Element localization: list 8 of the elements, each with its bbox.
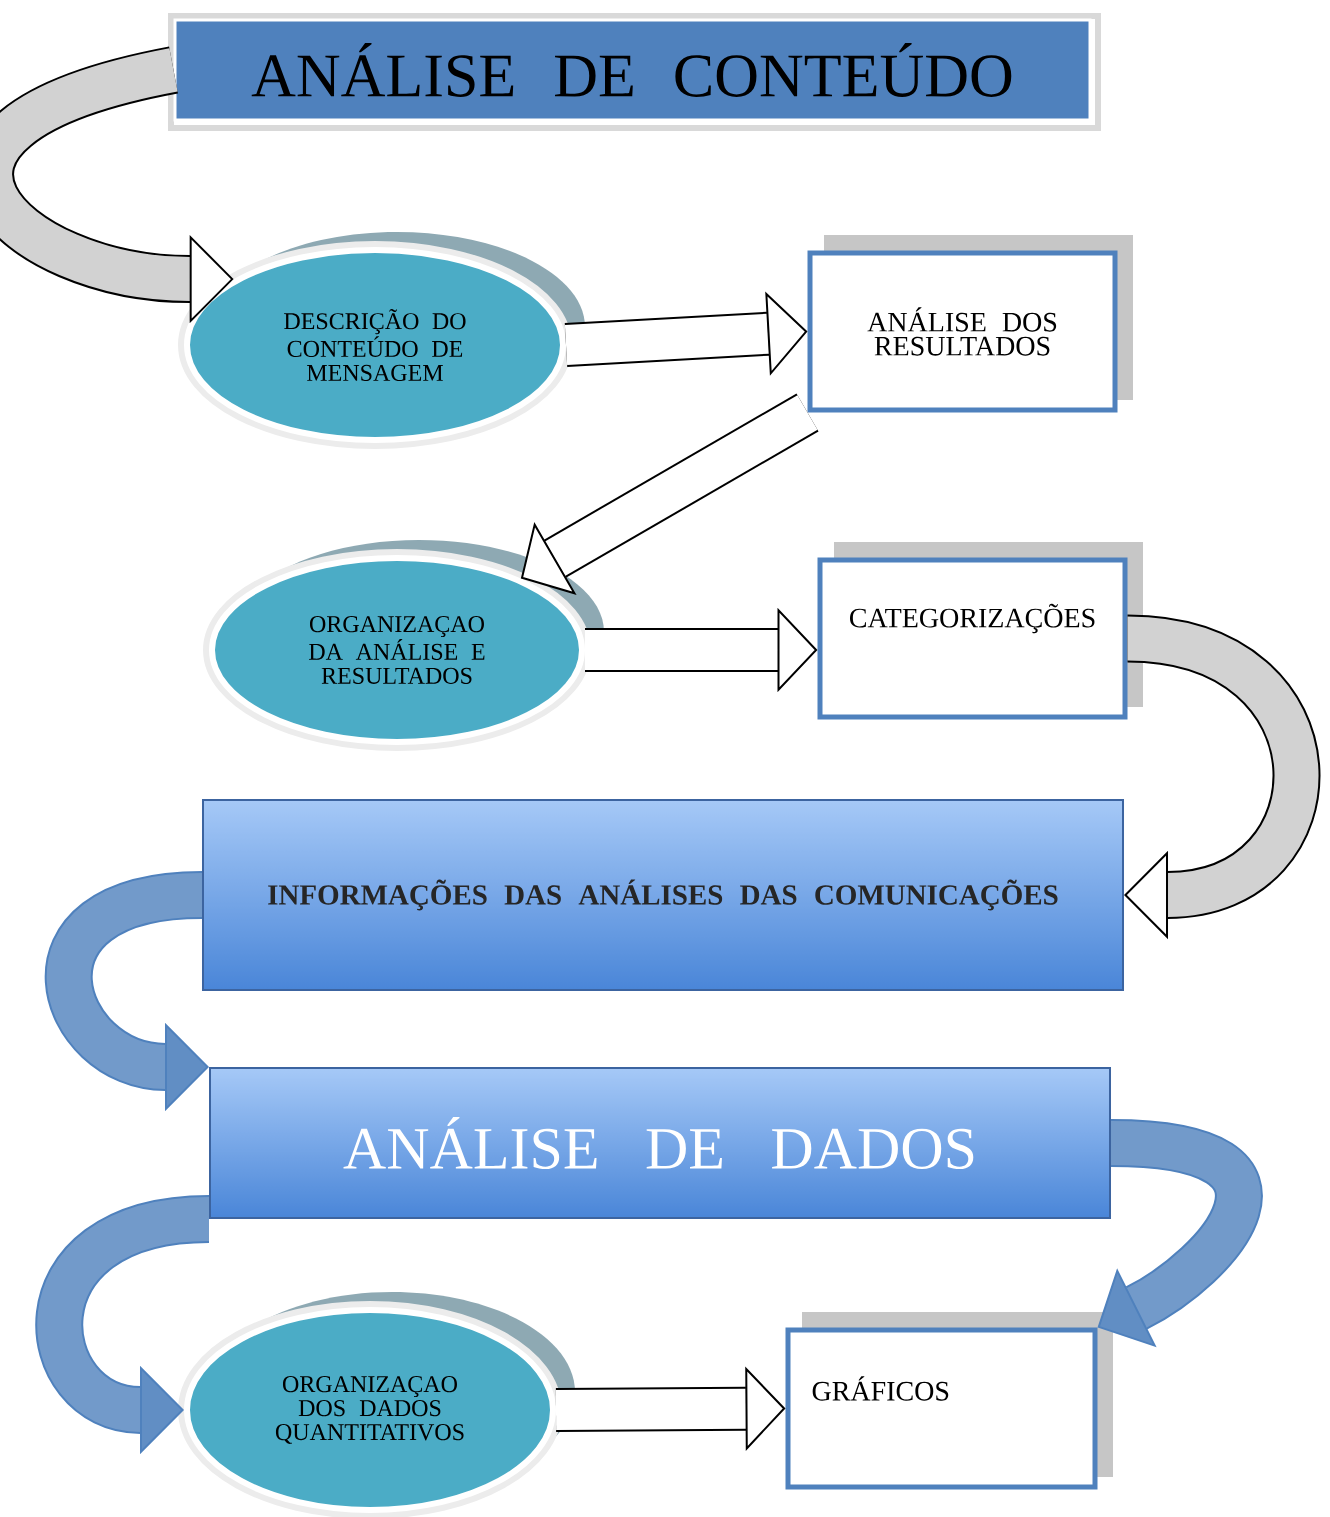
title-banner: ANÁLISE DE CONTEÚDO (168, 13, 1101, 131)
process-box: GRÁFICOS (785, 1312, 1113, 1490)
banner: ANÁLISE DE DADOS (209, 1067, 1111, 1219)
process-box: ANÁLISE DOS RESULTADOS (807, 235, 1133, 413)
curved-arrow (1124, 614, 1321, 940)
banner: INFORMAÇÕES DAS ANÁLISES DAS COMUNICAÇÕES (202, 799, 1124, 991)
process-box: CATEGORIZAÇÕES (817, 542, 1143, 720)
curved-arrow (1097, 1119, 1263, 1348)
